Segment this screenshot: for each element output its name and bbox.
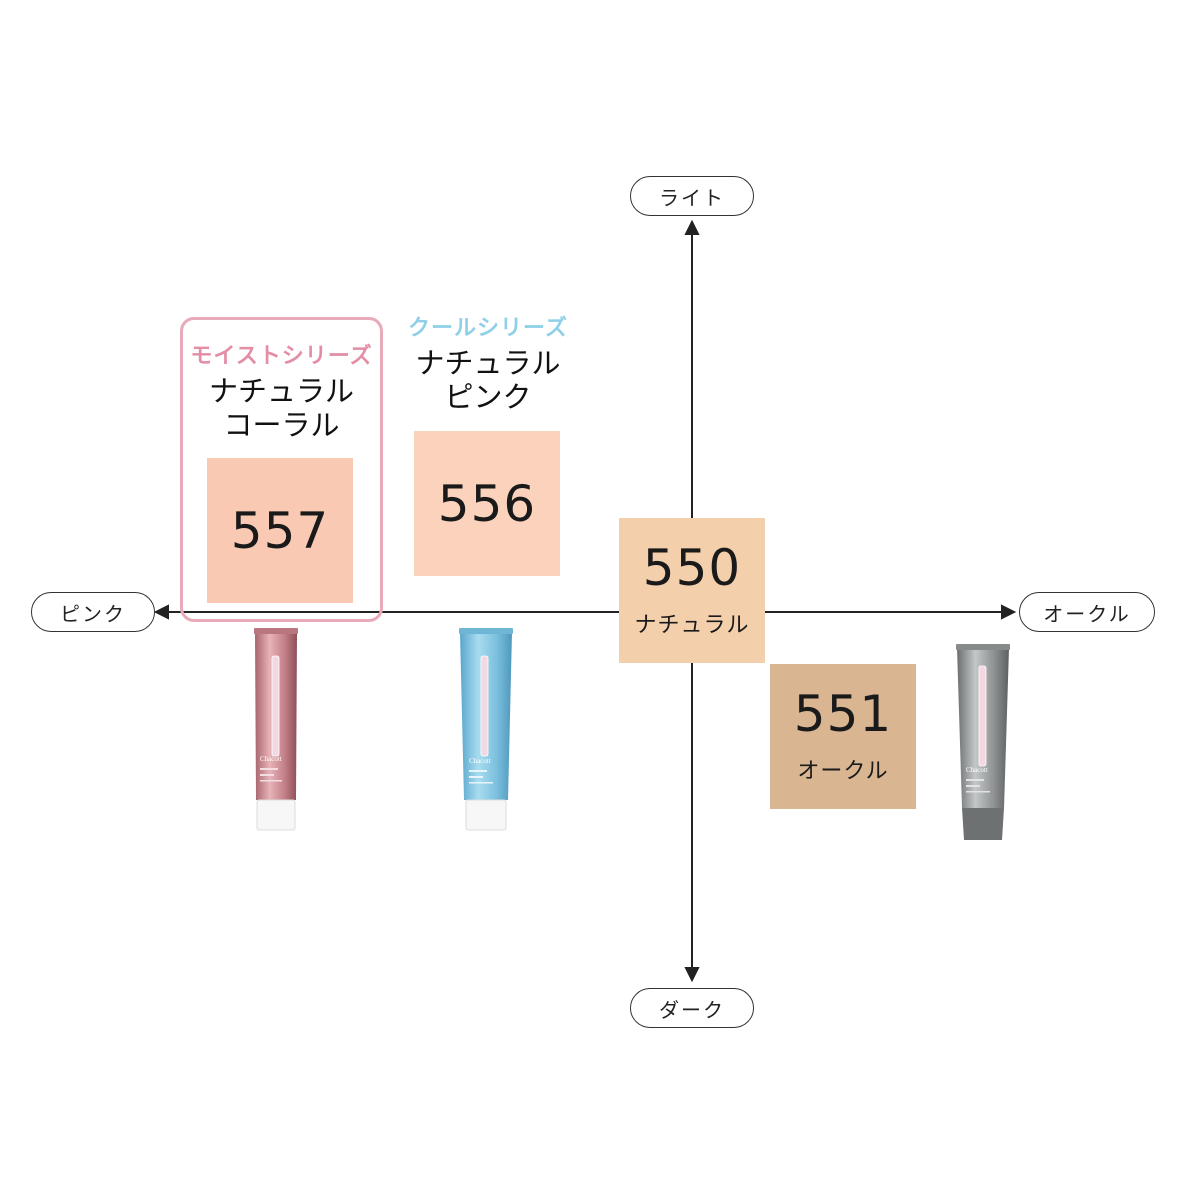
axis-label-light: ライト — [630, 176, 754, 216]
swatch-557: 557 — [207, 458, 353, 603]
svg-text:Chacott: Chacott — [966, 766, 988, 774]
moist-series-title: モイストシリーズ — [190, 344, 373, 369]
arrow-right-icon — [1001, 604, 1017, 620]
arrow-left-icon — [153, 604, 169, 620]
blue-tube-image: Chacott — [459, 628, 513, 831]
swatch-550-number: 550 — [642, 538, 742, 597]
pink-tube-image: Chacott — [254, 628, 298, 831]
shade-556-name: ナチュラル ピンク — [398, 346, 578, 414]
shade-556-name-line2: ピンク — [444, 380, 532, 414]
swatch-551: 551 オークル — [770, 664, 916, 809]
axis-label-dark: ダーク — [630, 988, 754, 1028]
axis-label-ochre: オークル — [1019, 592, 1155, 632]
svg-text:Chacott: Chacott — [260, 755, 282, 763]
arrow-down-icon — [684, 967, 700, 983]
swatch-551-number: 551 — [793, 684, 893, 743]
swatch-551-label: オークル — [797, 758, 889, 784]
axis-label-pink: ピンク — [31, 592, 155, 632]
shade-557-name: ナチュラル コーラル — [190, 374, 373, 442]
swatch-550-label: ナチュラル — [634, 612, 750, 638]
swatch-550: 550 ナチュラル — [619, 518, 765, 663]
swatch-556: 556 — [414, 431, 560, 576]
arrow-up-icon — [684, 219, 700, 235]
shade-557-name-line2: コーラル — [223, 408, 340, 442]
shade-556-name-line1: ナチュラル — [415, 346, 561, 380]
swatch-557-number: 557 — [230, 501, 330, 560]
moist-series-frame — [180, 317, 383, 622]
shade-557-name-line1: ナチュラル — [208, 374, 354, 408]
swatch-556-number: 556 — [437, 474, 537, 533]
cool-series-title: クールシリーズ — [408, 316, 568, 341]
grey-tube-image: Chacott — [956, 644, 1010, 840]
svg-text:Chacott: Chacott — [469, 757, 491, 765]
